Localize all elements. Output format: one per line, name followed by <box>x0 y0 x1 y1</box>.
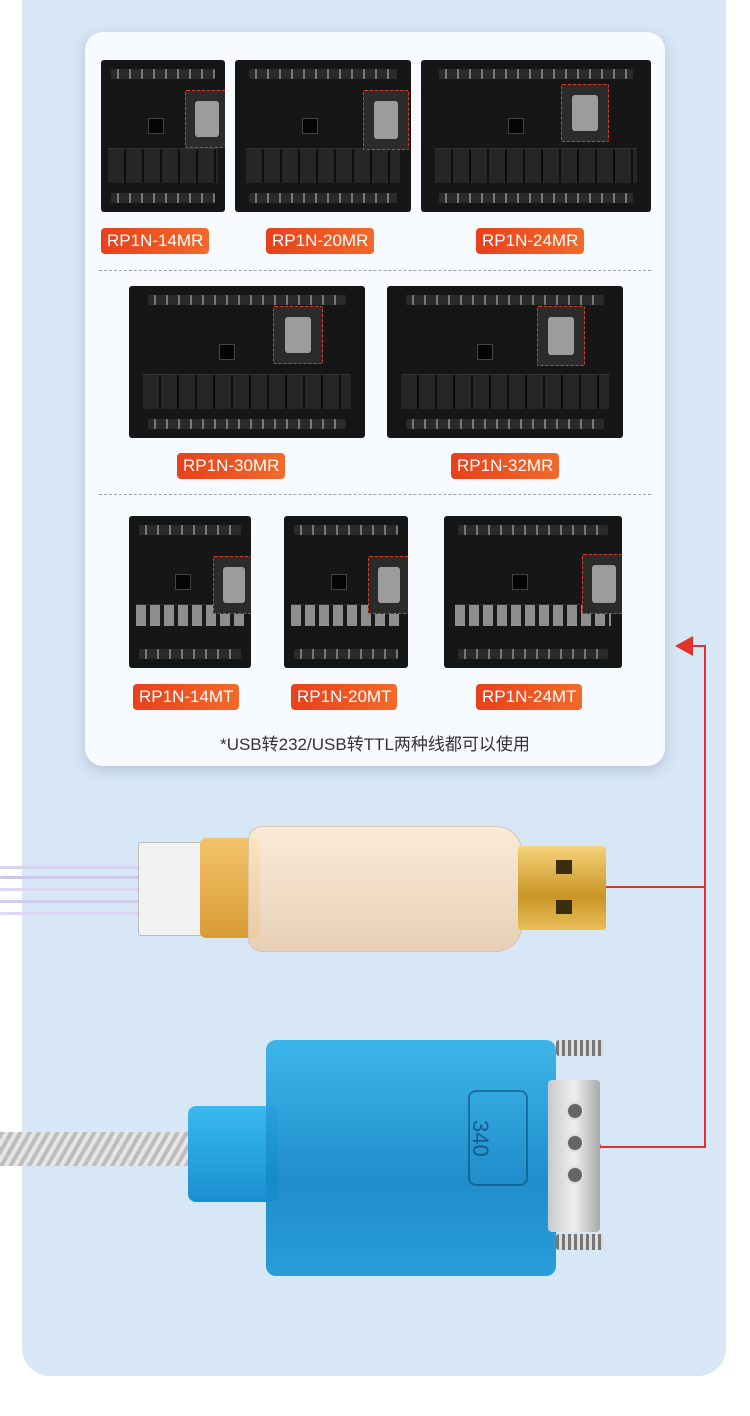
model-tag: RP1N-20MT <box>291 684 398 710</box>
model-tag: RP1N-14MR <box>101 228 210 254</box>
plc-board-image <box>444 516 622 668</box>
compatibility-note: *USB转232/USB转TTL两种线都可以使用 <box>220 735 530 754</box>
model-tag: RP1N-14MT <box>133 684 240 710</box>
dashed-divider <box>99 270 651 271</box>
plc-board-image <box>387 286 623 438</box>
model-tag: RP1N-24MR <box>476 228 585 254</box>
plc-models-card: RP1N-14MR RP1N-20MR RP1N-24MR RP1N-30MR … <box>85 32 665 766</box>
plc-board-image <box>101 60 225 212</box>
pointer-line <box>596 886 706 888</box>
plc-board-image <box>129 286 365 438</box>
model-tag: RP1N-32MR <box>451 453 560 479</box>
plc-board-image <box>284 516 408 668</box>
pointer-line <box>598 1146 706 1148</box>
plc-board-image <box>129 516 251 668</box>
plc-board-image <box>235 60 411 212</box>
pointer-line <box>704 645 706 1148</box>
model-tag: RP1N-30MR <box>177 453 286 479</box>
arrow-left-icon <box>675 636 693 656</box>
model-tag: RP1N-24MT <box>476 684 583 710</box>
model-tag: RP1N-20MR <box>266 228 375 254</box>
dashed-divider <box>99 494 651 495</box>
pointer-line <box>690 645 706 647</box>
plc-board-image <box>421 60 651 212</box>
